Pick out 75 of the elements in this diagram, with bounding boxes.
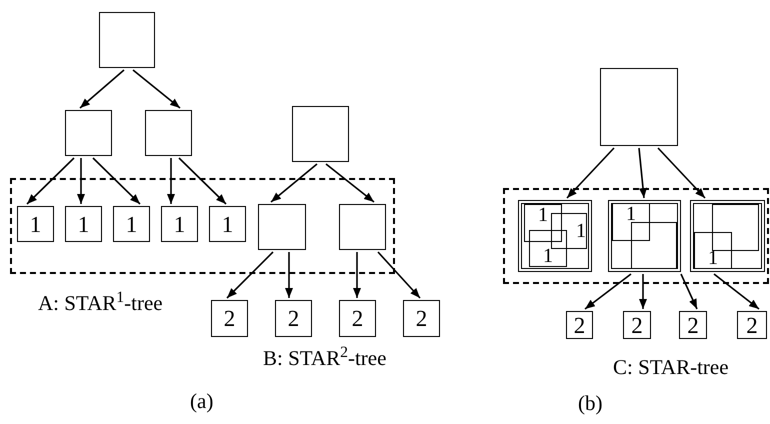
leaf-box [17, 206, 54, 242]
node-label: 2 [631, 314, 643, 336]
leaf-box [679, 311, 707, 339]
region-rectangle [631, 222, 677, 269]
node-label: 2 [687, 314, 699, 336]
node-label: 2 [224, 307, 236, 330]
leaf-box [612, 203, 650, 241]
node-label: 1 [174, 212, 186, 236]
leaf-box [694, 232, 732, 269]
leaf-box [113, 206, 150, 242]
node-label: 1 [538, 205, 548, 225]
arrow [132, 69, 180, 109]
region-rectangle [712, 204, 759, 251]
arrow [377, 251, 421, 299]
leaf-box [566, 311, 593, 339]
node-label: 1 [78, 212, 90, 236]
node-label: 2 [574, 314, 586, 336]
caption-label: A: STAR$^{1}$-tree [38, 290, 163, 316]
tree-node-box [99, 12, 155, 68]
leaf-box [161, 206, 198, 242]
arrow [167, 158, 175, 204]
arrow [657, 147, 706, 199]
node-label: 1 [30, 212, 42, 236]
node-region-box [608, 200, 681, 272]
node-label: 2 [746, 314, 758, 336]
caption-label: C: STAR-tree [613, 354, 729, 380]
arrow [226, 251, 274, 299]
arrow [714, 273, 760, 310]
node-region-box [690, 200, 765, 272]
tree-node-box [145, 110, 192, 156]
arrow [326, 163, 374, 203]
leaf-box [737, 311, 767, 339]
node-label: 1 [126, 212, 138, 236]
node-label: 1 [543, 246, 553, 266]
arrow [285, 252, 293, 298]
node-label: 2 [416, 307, 428, 330]
arrow [26, 157, 75, 205]
leaf-box [339, 300, 376, 337]
arrow [638, 148, 647, 198]
arrow [353, 252, 361, 298]
arrow [77, 158, 85, 204]
tree-node-box [339, 204, 386, 250]
node-label: 1 [626, 204, 636, 224]
arrow [92, 157, 141, 205]
leaf-box [65, 206, 102, 242]
leaf-box [211, 300, 248, 337]
arrow [270, 163, 318, 203]
leaf-box [403, 300, 440, 337]
arrow [79, 69, 125, 109]
caption-label: (a) [190, 388, 214, 414]
node-label: 1 [222, 212, 234, 236]
arrow [566, 147, 615, 199]
arrow [680, 274, 698, 310]
arrow [178, 157, 227, 205]
node-label: 2 [288, 307, 300, 330]
arrow [639, 274, 647, 309]
caption-label: B: STAR$^{2}$-tree [263, 345, 386, 372]
caption-label: (b) [578, 390, 602, 416]
tree-node-box [65, 110, 112, 156]
dashed-group-box [10, 178, 395, 274]
node-label: 1 [576, 221, 586, 241]
leaf-box [275, 300, 312, 337]
leaf-box [623, 311, 651, 339]
leaf-box [551, 213, 587, 249]
arrow [584, 273, 632, 310]
leaf-box [209, 206, 246, 242]
tree-node-box [600, 68, 678, 146]
tree-node-box [258, 204, 306, 250]
node-label: 2 [352, 307, 364, 330]
tree-node-box [292, 106, 349, 162]
dashed-group-box [503, 188, 769, 284]
node-label: 1 [708, 248, 718, 268]
leaf-box [529, 230, 567, 267]
leaf-box [524, 204, 562, 242]
node-region-box [518, 200, 592, 272]
